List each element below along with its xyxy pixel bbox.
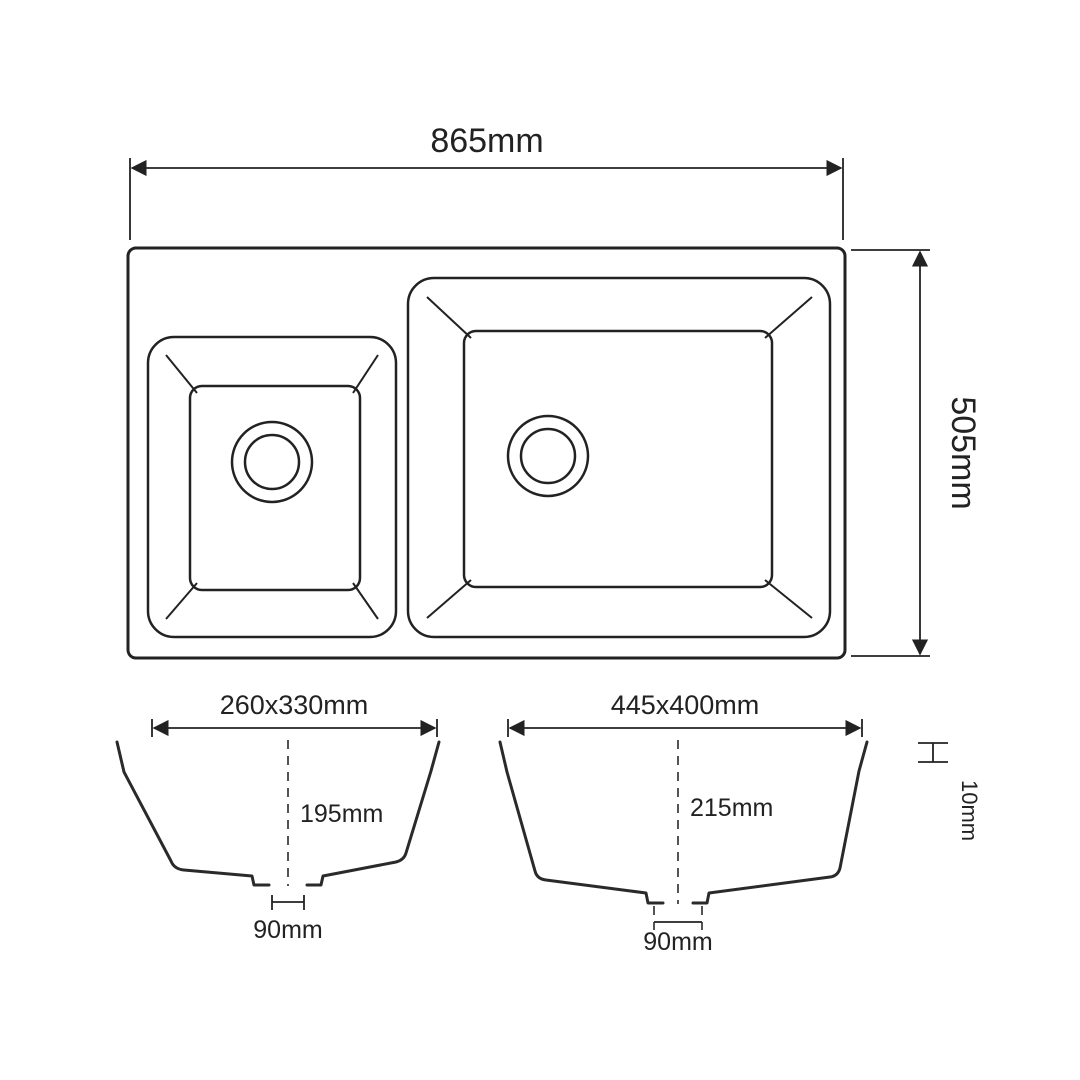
left-bowl-opening-label: 260x330mm: [220, 690, 369, 720]
right-bowl-bottom: [462, 329, 774, 589]
overall-width-label: 865mm: [430, 122, 543, 160]
right-drain-inner: [519, 427, 577, 485]
left-bowl-rim: [146, 335, 398, 639]
right-drain-outer: [506, 414, 590, 498]
corner-line: [165, 582, 198, 620]
corner-line: [352, 582, 379, 620]
profile-right-half: [305, 740, 441, 887]
sink-outline: [126, 246, 847, 660]
rim-thickness-dimension: 10mm: [918, 742, 982, 841]
corner-line: [426, 579, 472, 619]
left-drain-inner: [243, 433, 301, 491]
corner-line: [426, 296, 472, 339]
left-drain-width-label: 90mm: [253, 916, 322, 944]
right-drain-width-label: 90mm: [643, 928, 712, 956]
left-drain-outer: [230, 420, 314, 504]
right-bowl-depth-label: 215mm: [690, 794, 773, 822]
overall-width-dimension: 865mm: [129, 122, 844, 240]
right-bowl-opening-dimension: 445x400mm: [507, 690, 863, 737]
overall-depth-label: 505mm: [944, 396, 982, 509]
right-bowl-opening-label: 445x400mm: [611, 690, 760, 720]
rim-thickness-label: 10mm: [957, 780, 982, 841]
cross-section-view: 260x330mm 445x400mm 195mm 90mm 215mm: [115, 690, 982, 956]
corner-line: [165, 354, 198, 394]
left-bowl-bottom: [188, 384, 362, 592]
right-bowl-top-view: [406, 276, 832, 639]
left-bowl-opening-dimension: 260x330mm: [151, 690, 438, 737]
left-bowl-depth-label: 195mm: [300, 800, 383, 828]
left-bowl-top-view: [146, 335, 398, 639]
corner-line: [764, 296, 813, 339]
right-bowl-profile: 215mm 90mm: [498, 740, 869, 956]
top-view: 865mm 505mm: [126, 122, 982, 660]
profile-right-half: [691, 740, 869, 905]
corner-line: [764, 579, 813, 619]
corner-line: [352, 354, 379, 394]
left-bowl-profile: 195mm 90mm: [115, 740, 441, 944]
right-bowl-rim: [406, 276, 832, 639]
profile-left-half: [115, 740, 271, 887]
profile-left-half: [498, 740, 665, 905]
overall-depth-dimension: 505mm: [851, 249, 982, 657]
